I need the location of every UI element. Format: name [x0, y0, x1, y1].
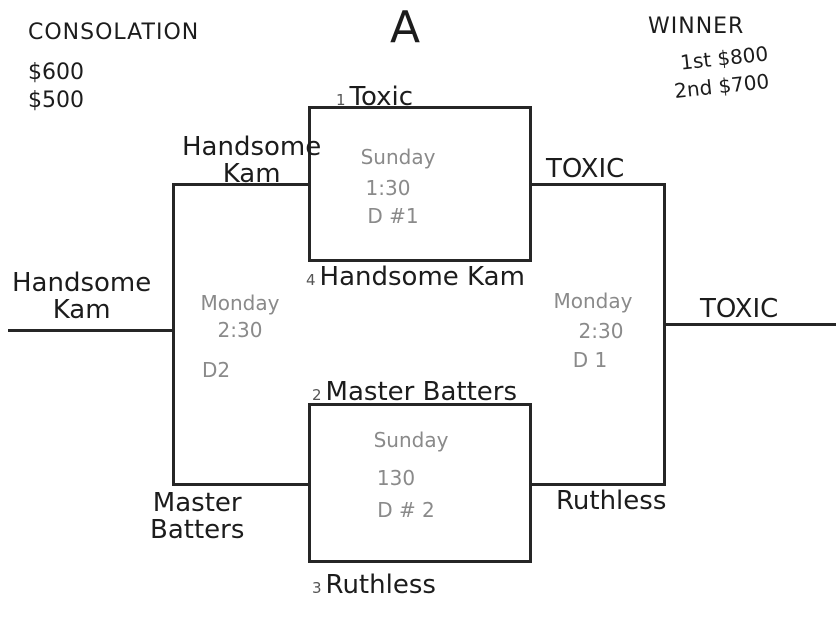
consolation-field: D2 — [201, 358, 231, 382]
championship-day: Monday — [553, 289, 633, 313]
consolation-result-line — [8, 329, 175, 332]
consolation-prize-2: $500 — [28, 88, 84, 113]
bottom-game-day: Sunday — [373, 428, 449, 452]
seed-number: 3 — [312, 579, 322, 597]
team-name: Handsome Kam — [319, 262, 525, 292]
winner-prize-2: 2nd $700 — [673, 69, 771, 103]
championship-team-top: TOXIC — [546, 154, 625, 184]
championship-result: TOXIC — [700, 294, 779, 324]
team-name: Master Batters — [325, 377, 517, 407]
seed-number: 2 — [312, 386, 322, 404]
top-game-field: D #1 — [367, 204, 419, 228]
bottom-game-field: D # 2 — [377, 498, 435, 522]
championship-vertical-line — [663, 183, 666, 486]
bracket-label: A — [390, 2, 421, 53]
consolation-time: 2:30 — [217, 318, 263, 342]
championship-field: D 1 — [572, 348, 608, 372]
championship-time: 2:30 — [578, 319, 624, 343]
consolation-top-feed-line — [172, 183, 310, 186]
consolation-team-bottom: Master Batters — [150, 488, 245, 546]
bottom-game-time: 130 — [376, 466, 416, 490]
consolation-day: Monday — [200, 291, 280, 315]
consolation-bottom-feed-line — [172, 483, 310, 486]
winner-title: WINNER — [648, 14, 745, 39]
consolation-prize-1: $600 — [28, 60, 84, 85]
consolation-vertical-line — [172, 183, 175, 486]
championship-team-bottom: Ruthless — [556, 486, 667, 516]
team-name: Ruthless — [325, 570, 436, 600]
top-game-day: Sunday — [360, 145, 436, 169]
championship-result-line — [663, 323, 836, 326]
team-name: Toxic — [349, 82, 414, 112]
seed-number: 4 — [306, 271, 316, 289]
championship-bottom-feed-line — [531, 483, 666, 486]
winner-prize-1: 1st $800 — [678, 41, 770, 75]
consolation-result: Handsome Kam — [12, 268, 152, 326]
top-game-time: 1:30 — [365, 176, 411, 200]
championship-top-feed-line — [531, 183, 666, 186]
consolation-team-top: Handsome Kam — [182, 132, 322, 190]
seed-number: 1 — [336, 91, 346, 109]
consolation-title: CONSOLATION — [28, 20, 200, 45]
